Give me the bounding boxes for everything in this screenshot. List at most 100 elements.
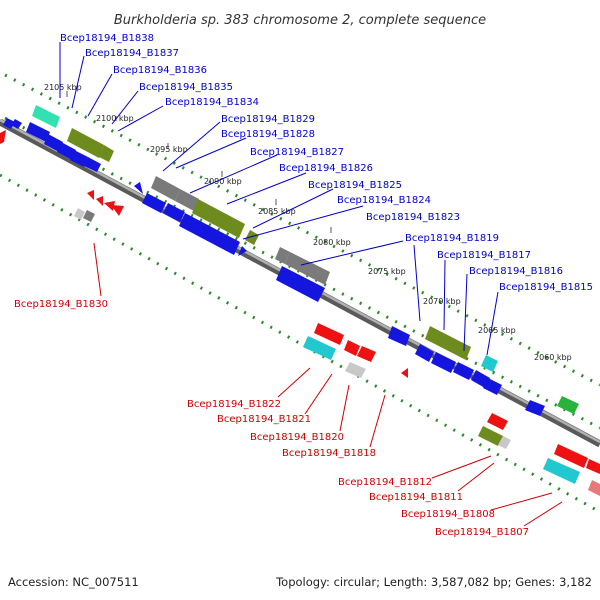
- inner-lower-track: [0, 173, 600, 514]
- tick-label: 2100 kbp: [96, 114, 134, 123]
- gene-label[interactable]: Bcep18194_B1836: [113, 65, 207, 76]
- gene-arrow[interactable]: [453, 362, 474, 380]
- gene-label[interactable]: Bcep18194_B1811: [369, 492, 463, 503]
- gene-b1830a[interactable]: [87, 190, 94, 200]
- gene-label[interactable]: Bcep18194_B1818: [282, 448, 376, 459]
- gene-b1820b[interactable]: [357, 346, 376, 362]
- gene-arrow[interactable]: [483, 378, 502, 395]
- gene-b1816[interactable]: [431, 352, 456, 373]
- tick-label: 2090 kbp: [204, 177, 242, 186]
- gene-arrow[interactable]: [134, 182, 143, 194]
- gene-label[interactable]: Bcep18194_B1817: [437, 250, 531, 261]
- gene-b1836[interactable]: [67, 128, 104, 158]
- gene-label[interactable]: Bcep18194_B1837: [85, 48, 179, 59]
- gene-b1823[interactable]: [275, 247, 290, 264]
- gene-label[interactable]: Bcep18194_B1816: [469, 266, 563, 277]
- gene-b1824[interactable]: [179, 213, 240, 255]
- gene-label[interactable]: Bcep18194_B1825: [308, 180, 402, 191]
- gene-b1830c[interactable]: [104, 201, 115, 211]
- gene-b1826[interactable]: [192, 199, 245, 238]
- gene-b1815[interactable]: [481, 355, 498, 372]
- gene-label[interactable]: Bcep18194_B1815: [499, 282, 593, 293]
- gene-label[interactable]: Bcep18194_B1830: [14, 299, 108, 310]
- gene-label[interactable]: Bcep18194_B1819: [405, 233, 499, 244]
- outer-upper-track: [4, 73, 600, 387]
- gene-edge-pink[interactable]: [588, 480, 600, 496]
- gene-arrow[interactable]: [401, 368, 408, 378]
- tick-label: 2065 kbp: [478, 326, 516, 335]
- gene-b1811[interactable]: [478, 426, 503, 446]
- gene-label[interactable]: Bcep18194_B1820: [250, 432, 344, 443]
- gene-b1819[interactable]: [388, 326, 410, 346]
- gene-b1829[interactable]: [151, 176, 180, 201]
- gene-b1821[interactable]: [303, 336, 336, 360]
- gene-gray-small2[interactable]: [83, 210, 95, 222]
- gene-arrow-left[interactable]: [0, 130, 6, 144]
- gene-b1838[interactable]: [32, 105, 60, 128]
- gene-label[interactable]: Bcep18194_B1824: [337, 195, 431, 206]
- gene-b1828[interactable]: [175, 189, 199, 211]
- gene-b1822f[interactable]: [276, 266, 325, 302]
- gene-b1825[interactable]: [245, 230, 259, 245]
- gene-label[interactable]: Bcep18194_B1829: [221, 114, 315, 125]
- gene-label[interactable]: Bcep18194_B1828: [221, 129, 315, 140]
- inner-upper-track: [4, 116, 600, 430]
- gene-b1837[interactable]: [26, 122, 50, 142]
- tick-label: 2070 kbp: [423, 297, 461, 306]
- gene-arrow[interactable]: [44, 134, 63, 152]
- gene-arrow[interactable]: [57, 142, 76, 160]
- gene-label[interactable]: Bcep18194_B1821: [217, 414, 311, 425]
- gene-b1827[interactable]: [142, 193, 166, 213]
- gene-arrow[interactable]: [70, 150, 88, 167]
- gene-b1835[interactable]: [99, 145, 114, 162]
- track-guides: [0, 73, 600, 514]
- gene-arrow[interactable]: [11, 119, 22, 129]
- gene-label[interactable]: Bcep18194_B1834: [165, 97, 259, 108]
- tick-label: 2080 kbp: [313, 238, 351, 247]
- gene-label[interactable]: Bcep18194_B1808: [401, 509, 495, 520]
- gene-b1823b[interactable]: [285, 252, 330, 285]
- reverse-leader-lines: [93, 242, 563, 527]
- tick-label: 2105 kbp: [44, 83, 82, 92]
- gene-label[interactable]: Bcep18194_B1827: [250, 147, 344, 158]
- gene-b1817[interactable]: [425, 326, 471, 360]
- tick-label: 2095 kbp: [150, 145, 188, 154]
- gene-green-right[interactable]: [557, 396, 579, 414]
- gene-label[interactable]: Bcep18194_B1838: [60, 33, 154, 44]
- gene-label[interactable]: Bcep18194_B1835: [139, 82, 233, 93]
- gene-b1818[interactable]: [345, 362, 366, 378]
- reverse-labels: Bcep18194_B1830 Bcep18194_B1822 Bcep1819…: [14, 299, 529, 538]
- gene-edge[interactable]: [586, 459, 600, 474]
- gene-b1830d[interactable]: [111, 205, 124, 216]
- gene-label[interactable]: Bcep18194_B1822: [187, 399, 281, 410]
- gene-b1812[interactable]: [487, 413, 508, 430]
- accession-text: Accession: NC_007511: [8, 575, 139, 589]
- gene-gray-small[interactable]: [74, 208, 85, 220]
- gene-arrow[interactable]: [3, 118, 15, 129]
- forward-labels: Bcep18194_B1838 Bcep18194_B1837 Bcep1819…: [60, 33, 593, 293]
- gene-arrow[interactable]: [238, 246, 247, 256]
- gene-b1807[interactable]: [543, 458, 580, 484]
- forward-genes: [3, 105, 579, 416]
- gene-label[interactable]: Bcep18194_B1812: [338, 477, 432, 488]
- gene-b1830b[interactable]: [96, 196, 103, 206]
- gene-b1822[interactable]: [314, 323, 344, 345]
- gene-arrow[interactable]: [525, 400, 545, 416]
- reverse-genes: [0, 130, 600, 496]
- gene-arrow[interactable]: [84, 157, 101, 172]
- gene-b1820[interactable]: [344, 340, 360, 356]
- gene-label[interactable]: Bcep18194_B1826: [279, 163, 373, 174]
- map-title: Burkholderia sp. 383 chromosome 2, compl…: [114, 13, 486, 28]
- gene-b1808[interactable]: [554, 444, 588, 468]
- genome-summary-text: Topology: circular; Length: 3,587,082 bp…: [275, 575, 592, 589]
- gene-b1811b[interactable]: [498, 436, 511, 449]
- tick-label: 2085 kbp: [258, 207, 296, 216]
- tick-label: 2075 kbp: [368, 267, 406, 276]
- gene-arrow[interactable]: [163, 203, 185, 222]
- tick-label: 2060 kbp: [534, 353, 572, 362]
- gene-label[interactable]: Bcep18194_B1807: [435, 527, 529, 538]
- gene-label[interactable]: Bcep18194_B1823: [366, 212, 460, 223]
- gene-arrow[interactable]: [415, 344, 434, 362]
